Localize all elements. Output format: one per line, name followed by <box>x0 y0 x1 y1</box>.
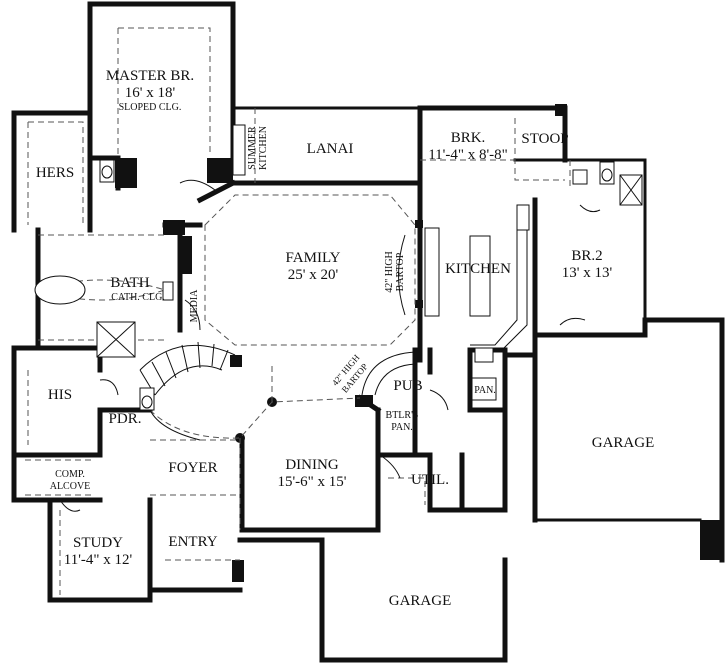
summer-kitchen-line1: SUMMER <box>247 126 258 170</box>
media-label: MEDIA <box>189 289 200 323</box>
bath-note: CATH. CLG. <box>111 292 165 303</box>
ceiling-lines <box>25 27 571 595</box>
master-br-size: 16' x 18' <box>125 85 176 101</box>
study-label: STUDY <box>73 535 123 551</box>
pub-label: PUB <box>393 378 422 394</box>
entry-label: ENTRY <box>168 534 217 550</box>
dining-size: 15'-6" x 15' <box>277 474 346 490</box>
pdr-label: PDR. <box>109 411 142 427</box>
summer-kitchen-line2: KITCHEN <box>258 126 269 170</box>
comp-alcove-line2: ALCOVE <box>50 481 91 492</box>
bath-label: BATH <box>110 275 149 291</box>
bath-fixtures <box>34 124 643 411</box>
br2-size: 13' x 13' <box>562 265 613 281</box>
brk-label: BRK. <box>451 130 486 146</box>
foyer-label: FOYER <box>168 460 217 476</box>
garage-right-label: GARAGE <box>592 435 655 451</box>
bartop1-line1: 42" HIGH <box>384 251 395 293</box>
stoop-label: STOOP <box>521 131 568 147</box>
garage-bottom-label: GARAGE <box>389 593 452 609</box>
kitchen-fixtures <box>361 204 530 401</box>
family-label: FAMILY <box>286 250 341 266</box>
family-size: 25' x 20' <box>288 267 339 283</box>
spiral-stair <box>96 321 236 441</box>
study-size: 11'-4" x 12' <box>64 552 133 568</box>
master-br-label: MASTER BR. <box>106 68 194 84</box>
comp-alcove-line1: COMP. <box>55 469 85 480</box>
btlrs-pan-line2: PAN. <box>391 422 413 433</box>
br2-label: BR.2 <box>571 248 602 264</box>
kitchen-label: KITCHEN <box>445 261 511 277</box>
util-label: UTIL. <box>411 472 449 488</box>
brk-size: 11'-4" x 8'-8" <box>428 147 508 163</box>
btlrs-pan-line1: BTLR'S <box>386 410 419 421</box>
doors <box>59 179 601 512</box>
pan-label: PAN. <box>474 385 496 396</box>
bartop1-line2: BARTOP <box>395 252 406 291</box>
dining-label: DINING <box>285 457 338 473</box>
wall-fills <box>115 104 722 582</box>
lanai-label: LANAI <box>307 141 354 157</box>
his-label: HIS <box>48 387 72 403</box>
master-br-note: SLOPED CLG. <box>119 102 182 113</box>
hers-label: HERS <box>36 165 74 181</box>
